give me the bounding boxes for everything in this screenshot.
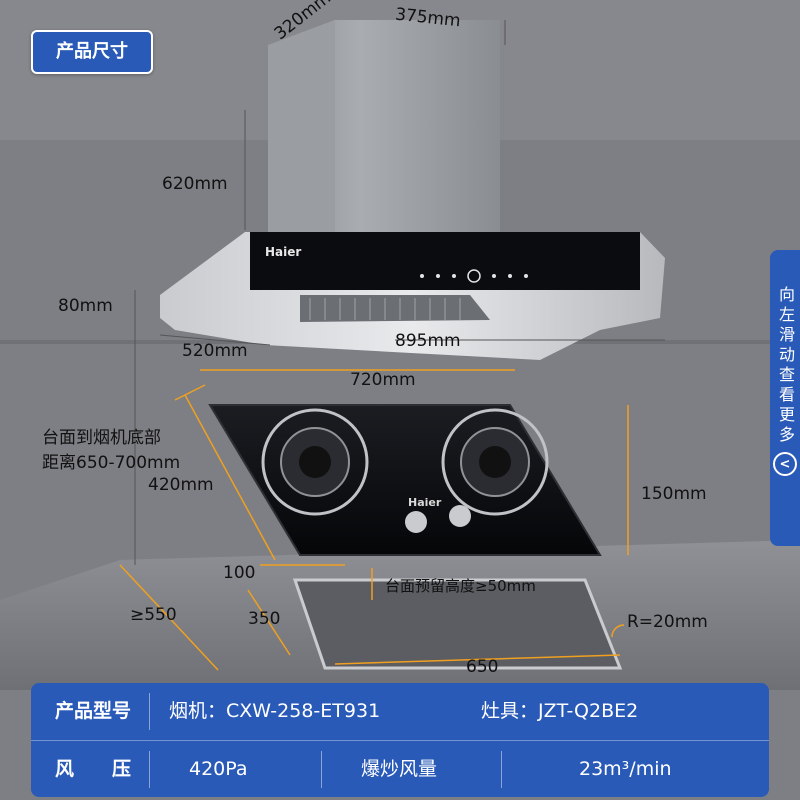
pressure-value: 420Pa <box>189 758 248 780</box>
dim-cutout-width: 650 <box>466 657 499 677</box>
spec-row-model: 产品型号 烟机：CXW-258-ET931 灶具：JZT-Q2BE2 <box>31 683 769 740</box>
range-hood <box>160 20 665 360</box>
hood-model: 烟机：CXW-258-ET931 <box>169 700 381 722</box>
swipe-more-label: 向左滑动查看更多 <box>776 286 795 446</box>
cutout-hole <box>292 578 623 670</box>
airflow-value: 23m³/min <box>579 758 672 780</box>
dim-hood-depth: 520mm <box>182 341 248 361</box>
dim-distance-note-line2: 距离650-700mm <box>42 453 181 473</box>
spec-row-performance: 风 压 420Pa 爆炒风量 23m³/min <box>31 740 769 797</box>
hood-brand-logo: Haier <box>265 245 302 259</box>
dim-corner-radius: R=20mm <box>627 612 708 632</box>
dim-hood-width: 895mm <box>395 331 461 351</box>
section-tag: 产品尺寸 <box>31 30 153 74</box>
pressure-head: 风 压 <box>55 758 132 780</box>
divider <box>149 751 150 788</box>
spec-table: 产品型号 烟机：CXW-258-ET931 灶具：JZT-Q2BE2 风 压 4… <box>31 683 769 797</box>
dim-counter-depth: ≥550 <box>130 605 177 625</box>
divider <box>149 693 150 730</box>
gas-hob <box>208 404 602 556</box>
dim-hood-height: 80mm <box>58 296 113 316</box>
guide-lines <box>134 20 665 565</box>
dim-cutout-margin: 100 <box>223 563 256 583</box>
dim-hob-height: 150mm <box>641 484 707 504</box>
dim-chimney-height: 620mm <box>162 174 228 194</box>
hob-brand-logo: Haier <box>408 496 442 509</box>
dim-reserve-height: 台面预留高度≥50mm <box>385 577 536 595</box>
chevron-left-icon: < <box>773 452 797 476</box>
airflow-head: 爆炒风量 <box>361 758 438 780</box>
dim-cutout-depth: 350 <box>248 609 281 629</box>
dim-hob-width: 720mm <box>350 370 416 390</box>
dimension-lines <box>119 369 629 671</box>
hob-model: 灶具：JZT-Q2BE2 <box>481 700 639 722</box>
divider <box>501 751 502 788</box>
divider <box>321 751 322 788</box>
model-head: 产品型号 <box>55 700 132 722</box>
swipe-more-tab[interactable]: 向左滑动查看更多 < <box>770 250 800 546</box>
dim-hob-depth: 420mm <box>148 475 214 495</box>
dim-distance-note-line1: 台面到烟机底部 <box>42 428 161 448</box>
